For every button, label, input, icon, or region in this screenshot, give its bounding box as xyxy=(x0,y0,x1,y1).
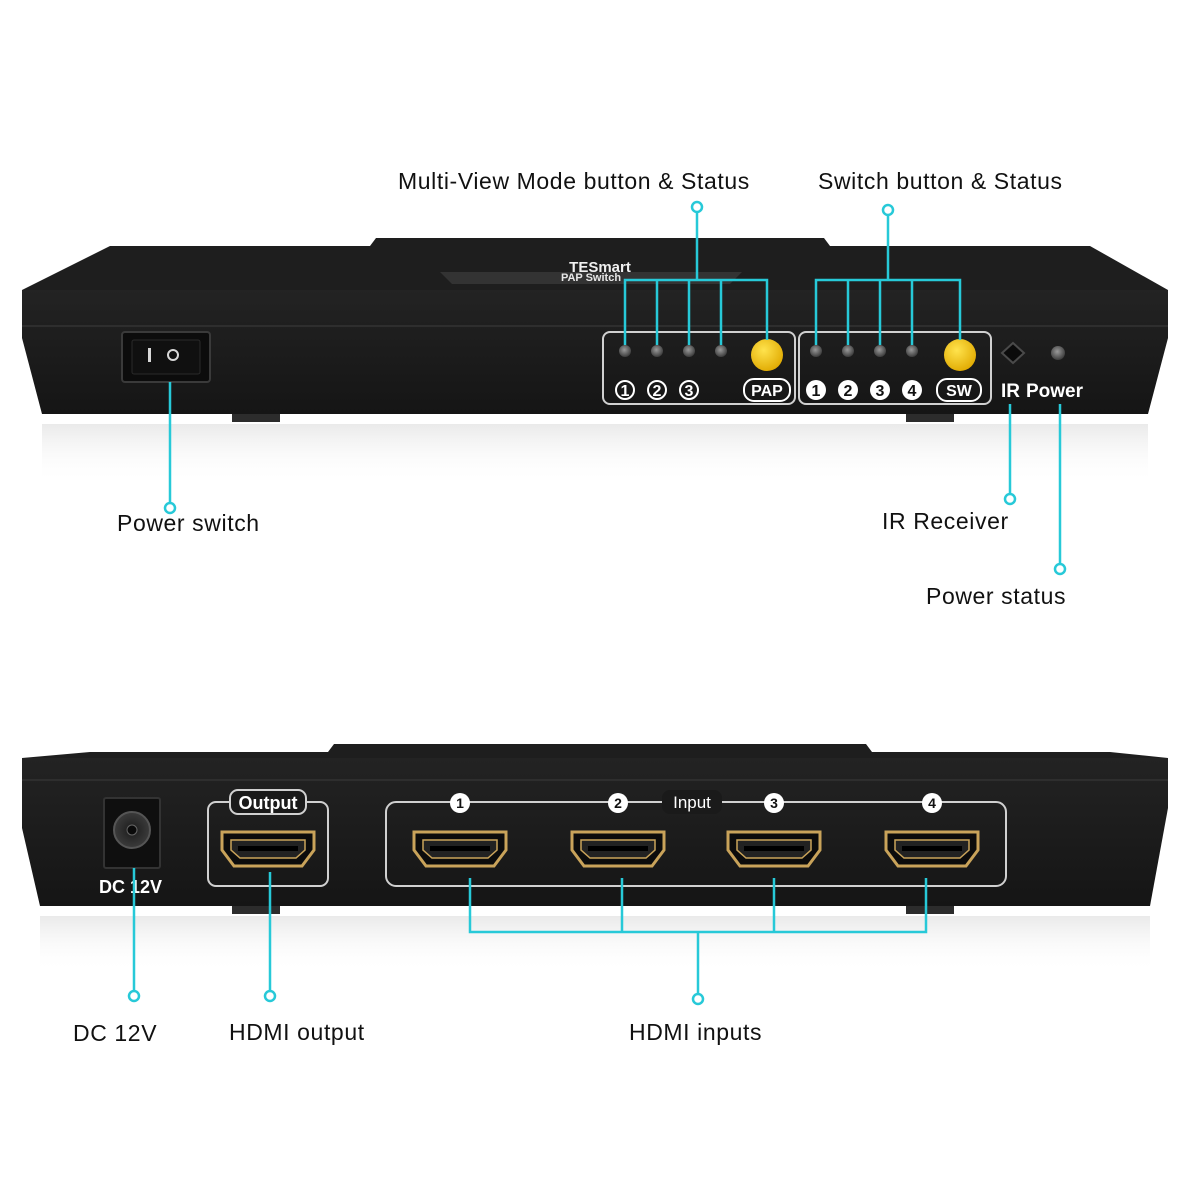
callout-power-status: Power status xyxy=(926,583,1067,609)
hdmi-input-port-3[interactable] xyxy=(726,830,822,868)
output-label: Output xyxy=(239,793,298,813)
hdmi-output-port[interactable] xyxy=(220,830,316,868)
back-panel: DC 12V Output Input 1 2 3 4 xyxy=(22,744,1168,972)
power-switch[interactable] xyxy=(121,331,211,383)
sw-num-4: 4 xyxy=(908,383,917,400)
hdmi-input-port-2[interactable] xyxy=(570,830,666,868)
power-label: Power xyxy=(1026,381,1084,402)
input-num-3: 3 xyxy=(770,795,778,811)
sw-num-2: 2 xyxy=(844,383,853,400)
pap-led-1 xyxy=(619,345,631,357)
sw-led-2 xyxy=(842,345,854,357)
ir-receiver-window xyxy=(1000,341,1026,365)
pap-button[interactable] xyxy=(751,339,783,371)
brand-logo: TESmart xyxy=(569,259,631,276)
input-num-2: 2 xyxy=(614,795,622,811)
pap-num-1: 1 xyxy=(621,383,630,400)
pap-led-4 xyxy=(715,345,727,357)
input-num-1: 1 xyxy=(456,795,464,811)
pap-led-2 xyxy=(651,345,663,357)
pap-label: PAP xyxy=(751,383,783,400)
pap-group-frame xyxy=(602,331,796,405)
pap-num-3: 3 xyxy=(685,383,694,400)
sw-group-frame xyxy=(798,331,992,405)
callout-switch: Switch button & Status xyxy=(818,168,1063,194)
callout-hdmi-inputs: HDMI inputs xyxy=(629,1019,763,1045)
sw-num-3: 3 xyxy=(876,383,885,400)
pap-num-2: 2 xyxy=(653,383,662,400)
sw-label: SW xyxy=(946,383,973,400)
hdmi-input-port-1[interactable] xyxy=(412,830,508,868)
callout-multi-view: Multi-View Mode button & Status xyxy=(398,168,750,194)
callout-power-switch: Power switch xyxy=(117,510,260,536)
sw-num-1: 1 xyxy=(812,383,821,400)
pap-led-3 xyxy=(683,345,695,357)
power-led xyxy=(1051,346,1065,360)
input-label: Input xyxy=(673,793,711,812)
sw-button[interactable] xyxy=(944,339,976,371)
hdmi-input-port-4[interactable] xyxy=(884,830,980,868)
callout-hdmi-output: HDMI output xyxy=(229,1019,365,1045)
callout-ir-receiver: IR Receiver xyxy=(882,508,1009,534)
dc-label: DC 12V xyxy=(99,877,162,897)
front-chassis-top xyxy=(22,238,1168,290)
sw-led-3 xyxy=(874,345,886,357)
front-panel: PAP Switch TESmart 1 2 3 PAP xyxy=(22,238,1168,484)
sw-led-1 xyxy=(810,345,822,357)
dc-jack[interactable] xyxy=(103,797,161,869)
callout-lines xyxy=(127,200,1067,1006)
ir-label: IR xyxy=(1001,381,1020,402)
input-num-4: 4 xyxy=(928,795,936,811)
callout-dc: DC 12V xyxy=(73,1020,158,1046)
brand-text: PAP Switch xyxy=(561,272,621,284)
sw-led-4 xyxy=(906,345,918,357)
